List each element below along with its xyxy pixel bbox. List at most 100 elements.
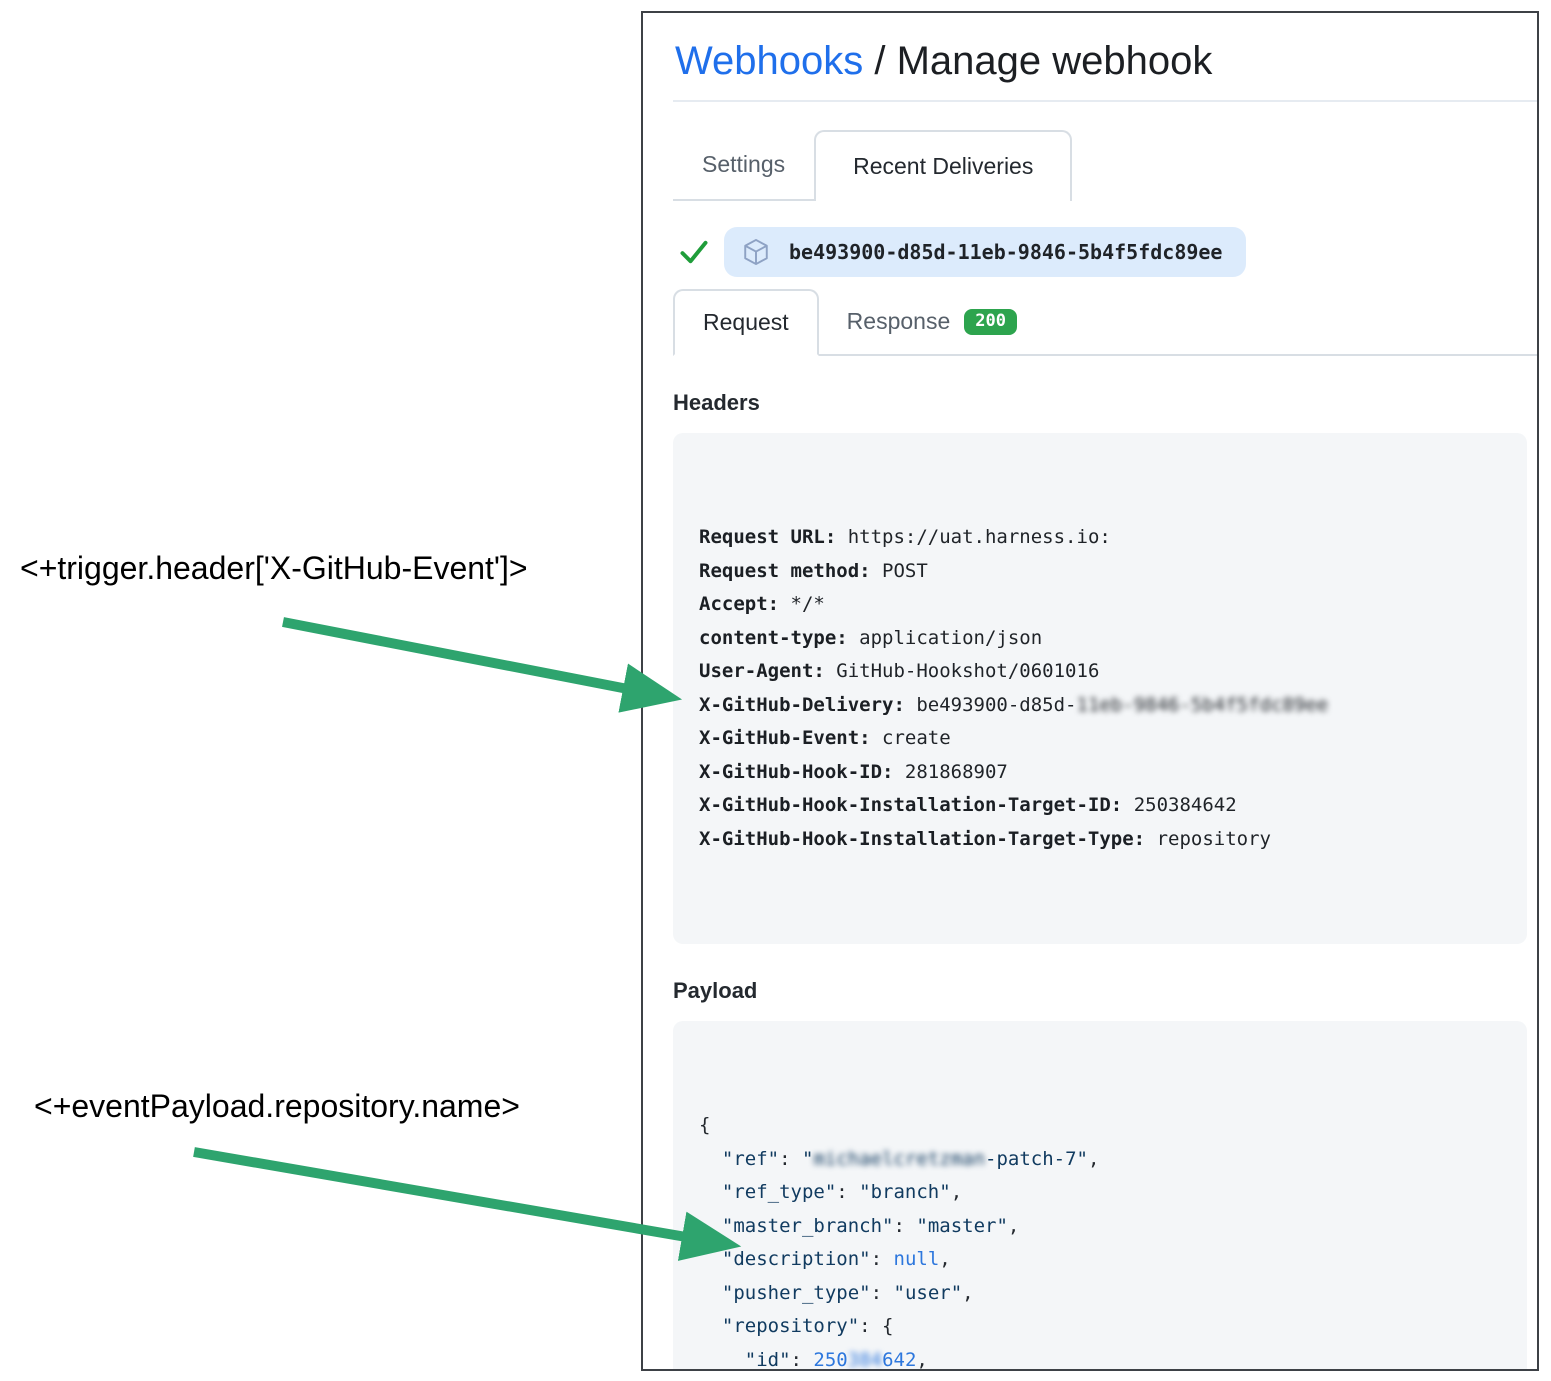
header-line: Request method: POST — [699, 555, 1501, 589]
json-token: , — [962, 1281, 974, 1304]
header-value: create — [870, 727, 951, 749]
header-key: content-type: — [699, 626, 848, 649]
page-title: Webhooks / Manage webhook — [675, 39, 1527, 84]
json-token: null — [893, 1248, 940, 1270]
json-token: "master_branch" — [721, 1214, 894, 1237]
json-token: : — [870, 1281, 894, 1304]
tab-recent-deliveries[interactable]: Recent Deliveries — [814, 130, 1073, 201]
json-token: , — [950, 1181, 963, 1203]
header-key: X-GitHub-Event: — [699, 727, 871, 749]
header-line: Accept: */* — [699, 588, 1501, 622]
json-token: : — [779, 1147, 802, 1170]
headers-section-title: Headers — [673, 390, 760, 415]
json-token — [699, 1315, 722, 1337]
json-token: : — [790, 1348, 814, 1371]
json-token: : — [870, 1248, 894, 1270]
json-token: "description" — [721, 1248, 871, 1270]
json-token: 250 — [813, 1348, 848, 1371]
arrow-to-x-github-event — [282, 617, 683, 713]
json-token: 384 — [847, 1348, 883, 1371]
header-key: Request URL: — [699, 526, 837, 548]
header-line: X-GitHub-Hook-Installation-Target-ID: 25… — [699, 789, 1501, 823]
json-token: "master" — [916, 1214, 1008, 1237]
header-value: 281868907 — [893, 760, 1008, 783]
header-key: X-GitHub-Hook-ID: — [699, 760, 894, 783]
tab-response[interactable]: Response 200 — [819, 289, 1045, 354]
status-200-badge: 200 — [964, 308, 1017, 335]
page-title-current: Manage webhook — [896, 39, 1213, 83]
webhook-tabs: Settings Recent Deliveries — [673, 130, 1527, 201]
webhooks-breadcrumb-link[interactable]: Webhooks — [675, 39, 864, 83]
header-line: Request URL: https://uat.harness.io: — [699, 521, 1501, 555]
json-token — [699, 1215, 722, 1237]
json-token: "user" — [893, 1281, 963, 1304]
json-token: , — [1007, 1214, 1020, 1237]
header-line: X-GitHub-Hook-ID: 281868907 — [699, 756, 1501, 790]
header-value: 250384642 — [1122, 794, 1237, 816]
payload-expression-annotation: <+eventPayload.repository.name> — [34, 1088, 520, 1124]
payload-json-line: { — [699, 1109, 1501, 1143]
json-token: : { — [859, 1315, 894, 1337]
json-token: "pusher_type" — [721, 1281, 871, 1304]
header-line: X-GitHub-Hook-Installation-Target-Type: … — [699, 823, 1501, 857]
tab-response-label: Response — [846, 308, 951, 334]
payload-section-title: Payload — [673, 978, 758, 1003]
json-token: : — [836, 1181, 860, 1203]
payload-json-line: "id": 250384642, — [699, 1344, 1501, 1371]
tab-settings[interactable]: Settings — [673, 130, 815, 201]
payload-json-line: "master_branch": "master", — [699, 1210, 1501, 1244]
arrow-to-repository-name — [193, 1147, 742, 1261]
json-token: michaelcretzman — [813, 1147, 986, 1170]
json-token — [699, 1181, 722, 1203]
header-key: X-GitHub-Delivery: — [699, 693, 905, 716]
payload-json-line: "repository": { — [699, 1310, 1501, 1344]
package-icon — [744, 238, 768, 266]
header-line: X-GitHub-Delivery: be493900-d85d-11eb-98… — [699, 689, 1501, 723]
trigger-expression-annotation: <+trigger.header['X-GitHub-Event']> — [20, 550, 528, 586]
delivery-guid-pill[interactable]: be493900-d85d-11eb-9846-5b4f5fdc89ee — [724, 227, 1247, 277]
json-token: "repository" — [721, 1315, 860, 1337]
check-icon — [680, 240, 708, 264]
payload-json-line: "description": null, — [699, 1243, 1501, 1277]
header-value: https://uat.harness.io: — [836, 526, 1111, 548]
headers-code-block: Request URL: https://uat.harness.io:Requ… — [673, 433, 1527, 944]
header-key: Accept: — [699, 593, 780, 615]
header-key: Request method: — [699, 559, 871, 582]
payload-json-line: "ref": "michaelcretzman-patch-7", — [699, 1143, 1501, 1177]
json-token — [699, 1148, 722, 1170]
header-key: X-GitHub-Hook-Installation-Target-ID: — [699, 794, 1123, 816]
headers-entries: Request URL: https://uat.harness.io:Requ… — [699, 521, 1501, 856]
delivery-row: be493900-d85d-11eb-9846-5b4f5fdc89ee — [673, 227, 1527, 277]
header-key: User-Agent: — [699, 660, 825, 682]
json-token: { — [699, 1114, 711, 1136]
breadcrumb-separator: / — [863, 39, 897, 83]
manage-webhook-panel: Webhooks / Manage webhook Settings Recen… — [641, 11, 1539, 1371]
json-token: -patch-7" — [985, 1147, 1088, 1170]
header-value: GitHub-Hookshot/0601016 — [824, 660, 1100, 682]
request-response-tabs: Request Response 200 — [673, 289, 1537, 356]
json-token: "ref" — [721, 1147, 780, 1170]
tab-request[interactable]: Request — [673, 289, 819, 356]
json-token: "id" — [744, 1348, 791, 1371]
header-value-redacted: 11eb-9846-5b4f5fdc89ee — [1076, 693, 1329, 716]
header-value: POST — [870, 559, 928, 582]
title-divider — [673, 100, 1537, 102]
json-token: , — [939, 1248, 951, 1270]
json-token — [699, 1248, 722, 1270]
payload-lines: { "ref": "michaelcretzman-patch-7", "ref… — [699, 1109, 1501, 1371]
payload-code-block: { "ref": "michaelcretzman-patch-7", "ref… — [673, 1021, 1527, 1371]
json-token: , — [1087, 1147, 1100, 1170]
json-token — [699, 1282, 722, 1304]
json-token: : — [893, 1214, 917, 1237]
payload-json-line: "ref_type": "branch", — [699, 1176, 1501, 1210]
json-token: "branch" — [859, 1181, 951, 1203]
json-token: , — [916, 1348, 928, 1371]
header-key: X-GitHub-Hook-Installation-Target-Type: — [699, 827, 1146, 850]
header-value: be493900-d85d- — [904, 693, 1077, 716]
header-line: content-type: application/json — [699, 622, 1501, 656]
json-token: 642 — [882, 1348, 917, 1371]
header-value: application/json — [847, 626, 1043, 649]
json-token: "ref_type" — [721, 1181, 837, 1203]
payload-json-line: "pusher_type": "user", — [699, 1277, 1501, 1311]
json-token — [699, 1349, 745, 1370]
